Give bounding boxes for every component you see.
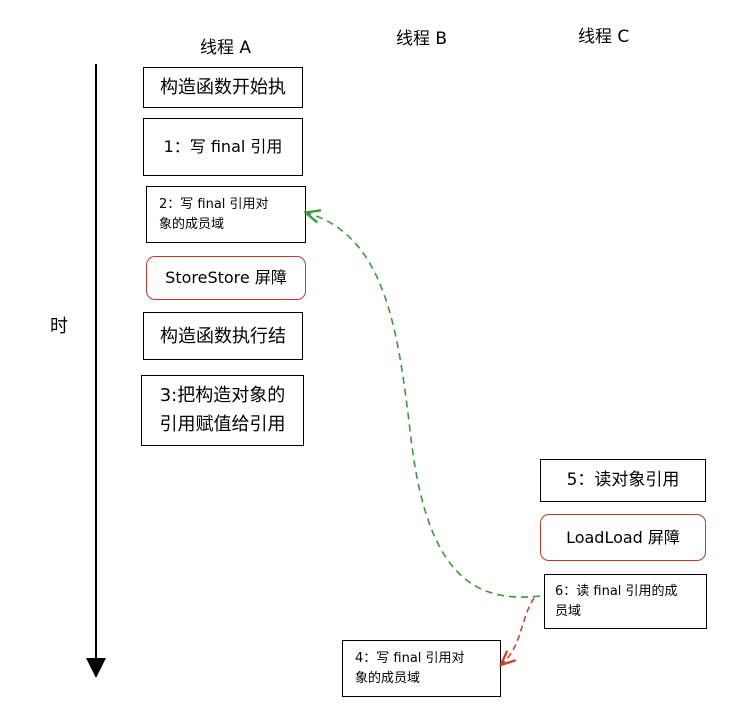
write-final-ref-member-box: 2：写 final 引用对 象的成员域 — [146, 186, 306, 243]
red-dashed-arrow — [502, 597, 535, 664]
read-obj-ref-box: 5：读对象引用 — [540, 459, 706, 502]
thread-c-header: 线程 C — [578, 27, 630, 47]
write-final-ref-member-b-box: 4：写 final 引用对 象的成员域 — [342, 640, 501, 697]
ctor-end-box: 构造函数执行结 — [143, 312, 303, 360]
thread-a-header: 线程 A — [200, 38, 252, 58]
write-final-ref-box: 1：写 final 引用 — [143, 118, 303, 176]
time-axis-label: 时 — [50, 316, 68, 337]
storestore-barrier-box: StoreStore 屏障 — [146, 256, 306, 300]
ctor-start-box: 构造函数开始执 — [143, 67, 303, 108]
thread-b-header: 线程 B — [396, 29, 448, 49]
read-final-member-box: 6：读 final 引用的成 员域 — [544, 574, 707, 629]
loadload-barrier-box: LoadLoad 屏障 — [540, 514, 706, 561]
assign-ref-box: 3:把构造对象的 引用赋值给引用 — [141, 375, 304, 446]
green-dashed-arrow — [307, 213, 541, 598]
